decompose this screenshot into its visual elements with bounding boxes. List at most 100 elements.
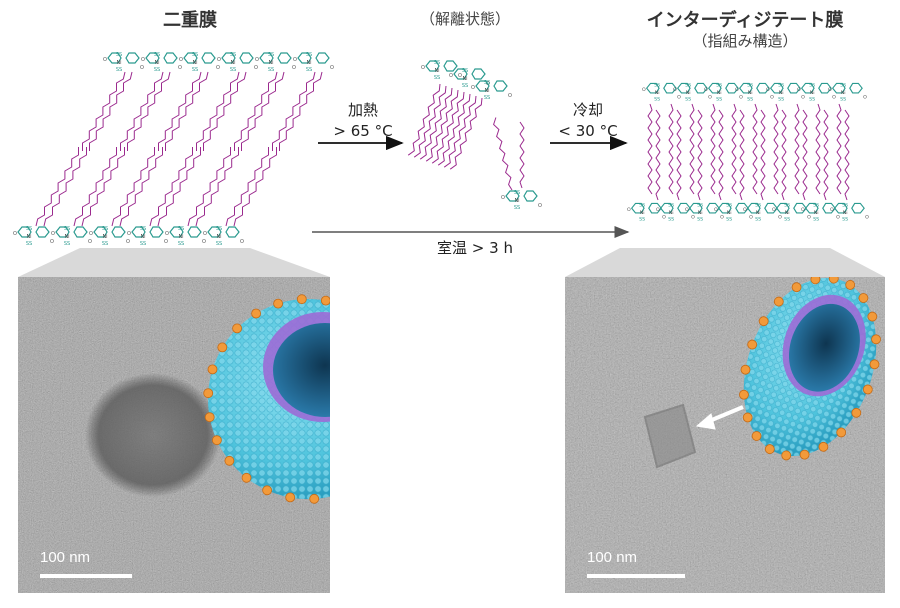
interdigitated-subtitle: （指組み構造） [692, 32, 798, 50]
oxygen-label: O [217, 57, 221, 63]
sulfur-label: SS [842, 202, 848, 208]
vesicle-tem-shadow [85, 373, 221, 497]
interdigitated-title: インターディジテート膜 [646, 10, 844, 31]
heat-condition: 加熱 > 65 °C [318, 100, 408, 142]
nickel-label: Ni [306, 60, 311, 66]
oxygen-label: O [50, 239, 54, 245]
sulfur-label: SS [116, 67, 122, 73]
sulfur-label: SS [840, 82, 846, 88]
oxygen-label: O [801, 207, 805, 213]
alkyl-chain [752, 103, 758, 195]
alkyl-chain [157, 147, 201, 227]
sulfur-label: SS [102, 226, 108, 232]
oxygen-label: O [293, 57, 297, 63]
sulfur-label: SS [434, 75, 440, 81]
alkyl-chain [794, 103, 800, 195]
surface-ball [296, 294, 307, 305]
sulfur-label: SS [514, 205, 520, 211]
nickel-label: Ni [102, 234, 107, 240]
heat-temperature: > 65 °C [333, 122, 393, 140]
sulfur-label: SS [726, 202, 732, 208]
oxygen-label: O [662, 215, 666, 221]
surface-ball [207, 364, 218, 375]
sulfur-label: SS [654, 97, 660, 103]
alkyl-chain [234, 71, 278, 151]
oxygen-label: O [255, 57, 259, 63]
nickel-label: Ni [484, 88, 489, 94]
sulfur-label: SS [697, 217, 703, 223]
sulfur-label: SS [434, 60, 440, 66]
nickel-label: Ni [669, 210, 674, 216]
alkyl-chain [203, 71, 247, 151]
sulfur-label: SS [809, 82, 815, 88]
sulfur-label: SS [140, 226, 146, 232]
alkyl-chain [165, 71, 209, 151]
surface-ball [862, 384, 873, 395]
sulfur-label: SS [778, 82, 784, 88]
alkyl-chain [676, 109, 682, 201]
sulfur-label: SS [842, 217, 848, 223]
oxygen-label: O [216, 65, 220, 71]
oxygen-label: O [202, 239, 206, 245]
nickel-label: Ni [178, 234, 183, 240]
alkyl-chain [823, 109, 829, 201]
surface-ball [781, 450, 792, 461]
alkyl-chain [493, 117, 513, 191]
sulfur-label: SS [102, 241, 108, 247]
surface-ball [740, 364, 751, 375]
alkyl-chain [431, 91, 465, 164]
alkyl-chain [731, 103, 737, 195]
alkyl-chain [407, 83, 441, 156]
sulfur-label: SS [484, 95, 490, 101]
oxygen-label: O [330, 65, 334, 71]
alkyl-chain [697, 109, 703, 201]
nickel-label: Ni [216, 234, 221, 240]
interdigitated-molecules: SSNiSSOOSSNiSSOOSSNiSSOOSSNiSSOOSSNiSSOO… [627, 82, 869, 222]
oxygen-label: O [164, 239, 168, 245]
surface-ball [828, 277, 839, 284]
oxygen-label: O [807, 215, 811, 221]
nickel-label: Ni [462, 76, 467, 82]
oxygen-label: O [832, 95, 836, 101]
alkyl-chain [844, 109, 850, 201]
alkyl-chain [73, 147, 117, 227]
sulfur-label: SS [809, 97, 815, 103]
alkyl-chain [836, 103, 842, 195]
oxygen-label: O [720, 215, 724, 221]
oxygen-label: O [735, 87, 739, 93]
oxygen-label: O [739, 95, 743, 101]
oxygen-label: O [89, 231, 93, 237]
sulfur-label: SS [64, 241, 70, 247]
nickel-label: Ni [192, 60, 197, 66]
surface-ball [232, 323, 243, 334]
sulfur-label: SS [813, 202, 819, 208]
alkyl-chain [225, 147, 269, 227]
surface-ball [851, 407, 862, 418]
alkyl-chain [437, 93, 471, 166]
alkyl-chain [739, 109, 745, 201]
sulfur-label: SS [813, 217, 819, 223]
alkyl-chain [802, 109, 808, 201]
oxygen-label: O [797, 87, 801, 93]
nickel-label: Ni [717, 90, 722, 96]
cool-condition: 冷却 < 30 °C [548, 100, 628, 142]
surface-ball [251, 308, 262, 319]
dissociated-title: （解離状態） [419, 10, 510, 28]
nickel-label: Ni [748, 90, 753, 96]
oxygen-label: O [126, 239, 130, 245]
oxygen-label: O [179, 57, 183, 63]
surface-ball [869, 359, 880, 370]
